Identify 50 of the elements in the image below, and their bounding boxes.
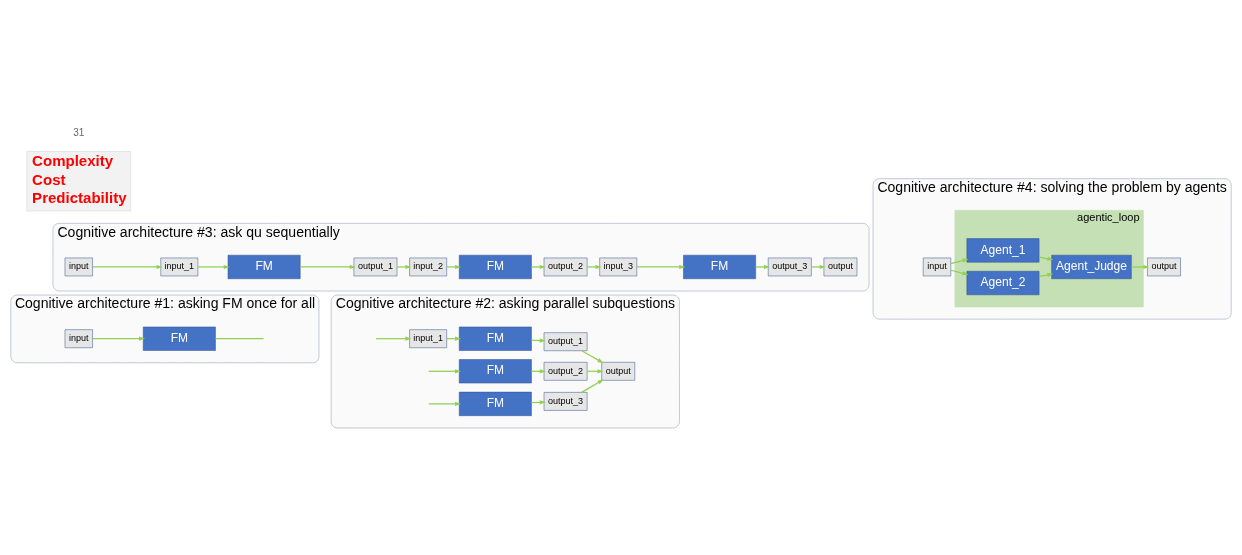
node-box: input bbox=[922, 257, 952, 276]
node-box: FM bbox=[142, 326, 216, 351]
arrow bbox=[197, 264, 230, 269]
node-box: input_1 bbox=[160, 257, 199, 276]
node-box: FM bbox=[227, 254, 301, 279]
arrow bbox=[755, 264, 770, 269]
node-box: output_1 bbox=[353, 257, 398, 276]
arrow bbox=[375, 336, 412, 341]
node-box: output bbox=[823, 257, 858, 276]
node-box: FM bbox=[459, 326, 532, 351]
connector bbox=[215, 337, 265, 339]
node-box: Agent_1 bbox=[966, 237, 1040, 262]
arrow bbox=[810, 264, 826, 269]
arrow bbox=[530, 264, 546, 269]
arrow bbox=[92, 336, 146, 341]
arrow bbox=[396, 264, 412, 269]
arrow bbox=[1038, 272, 1054, 277]
node-box: output_2 bbox=[543, 257, 588, 276]
node-box: input bbox=[64, 328, 93, 348]
node-box: Complexity Cost Predictability bbox=[26, 150, 131, 211]
node-box: FM bbox=[459, 254, 532, 279]
node-box: FM bbox=[683, 254, 756, 279]
node-box: Agent_2 bbox=[966, 270, 1040, 295]
arrow bbox=[636, 264, 686, 269]
node-box: input_2 bbox=[409, 257, 447, 276]
node-box: output_1 bbox=[543, 331, 588, 351]
arrow bbox=[446, 264, 462, 269]
arrow bbox=[586, 264, 602, 269]
arrow bbox=[428, 368, 461, 373]
node-box: output_2 bbox=[543, 361, 588, 381]
arrow bbox=[950, 269, 969, 275]
node-box: output bbox=[1147, 257, 1181, 276]
arrow bbox=[580, 379, 604, 393]
arrow bbox=[428, 401, 461, 406]
node-box: input_1 bbox=[409, 328, 447, 348]
arrow bbox=[950, 257, 969, 264]
arrow bbox=[92, 264, 163, 269]
node-box: output_3 bbox=[767, 257, 812, 276]
node-box: FM bbox=[459, 391, 532, 416]
node-box: input_3 bbox=[599, 257, 638, 276]
node-box: Agent_Judge bbox=[1051, 254, 1132, 279]
node-box: output bbox=[601, 361, 636, 381]
arrow bbox=[1038, 256, 1054, 261]
arrow bbox=[1130, 264, 1150, 269]
node-box: FM bbox=[459, 358, 532, 383]
label: 31 bbox=[73, 126, 85, 138]
node-box: output_3 bbox=[543, 391, 588, 411]
node-box: input bbox=[64, 257, 93, 276]
arrow bbox=[299, 264, 356, 269]
arrow bbox=[581, 349, 604, 363]
